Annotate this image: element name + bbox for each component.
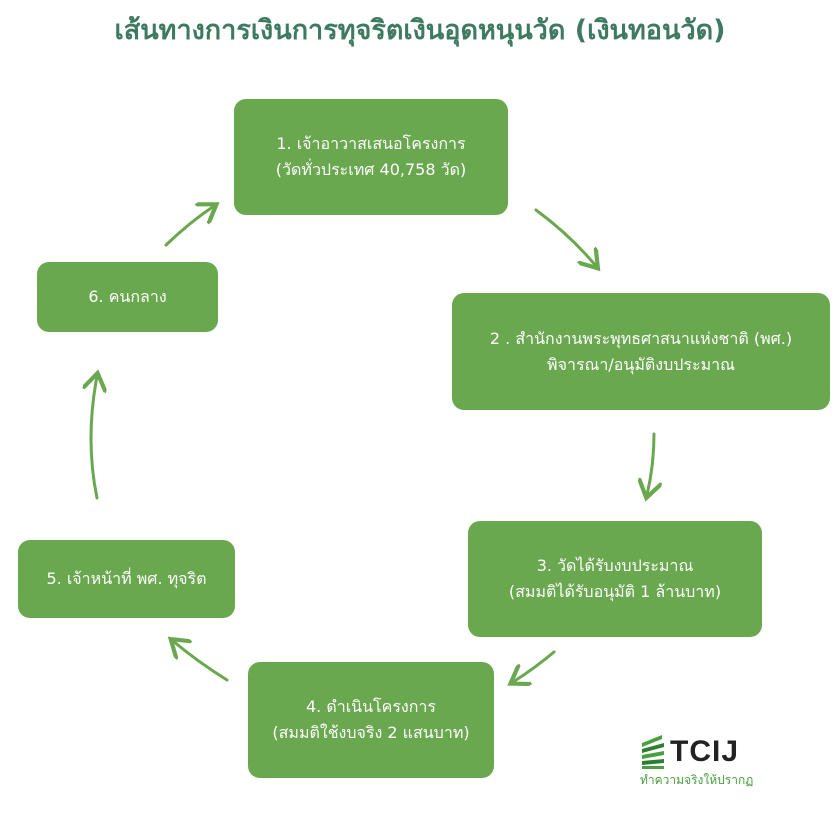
- arrow-1-to-2: [534, 208, 596, 266]
- step-1-box: 1. เจ้าอาวาสเสนอโครงการ (วัดทั่วประเทศ 4…: [234, 99, 508, 215]
- diagram-title: เส้นทางการเงินการทุจริตเงินอุดหนุนวัด (เ…: [114, 15, 726, 46]
- logo-name: TCIJ: [670, 735, 740, 768]
- arrow-6-to-1: [164, 206, 214, 247]
- step-3-line2: (สมมติได้รับอนุมัติ 1 ล้านบาท): [508, 582, 722, 601]
- step-6-box: 6. คนกลาง: [37, 262, 218, 332]
- step-2-line1: 2 . สำนักงานพระพุทธศาสนาแห่งชาติ (พศ.): [489, 328, 793, 348]
- step-4-line2: (สมมติใช้งบจริง 2 แสนบาท): [272, 723, 470, 742]
- tcij-stripes-icon: [642, 735, 664, 769]
- step-4-line1: 4. ดำเนินโครงการ: [305, 697, 437, 717]
- step-3-box: 3. วัดได้รับงบประมาณ (สมมติได้รับอนุมัติ…: [468, 521, 762, 637]
- step-2-box: 2 . สำนักงานพระพุทธศาสนาแห่งชาติ (พศ.) พ…: [452, 293, 830, 410]
- arrow-2-to-3: [647, 432, 654, 495]
- arrow-3-to-4: [513, 650, 556, 682]
- step-2-line2: พิจารณา/อนุมัติงบประมาณ: [547, 354, 735, 374]
- step-5-line1: 5. เจ้าหน้าที่ พศ. ทุจริต: [46, 569, 207, 589]
- step-3-line1: 3. วัดได้รับงบประมาณ: [536, 556, 694, 576]
- arrow-4-to-5: [173, 641, 229, 682]
- step-1-line2: (วัดทั่วประเทศ 40,758 วัด): [275, 160, 467, 179]
- step-6-line1: 6. คนกลาง: [88, 287, 167, 307]
- logo-tagline: ทำความจริงให้ปรากฏ: [640, 773, 754, 787]
- step-5-box: 5. เจ้าหน้าที่ พศ. ทุจริต: [18, 540, 235, 618]
- step-1-line1: 1. เจ้าอาวาสเสนอโครงการ: [276, 134, 466, 154]
- arrow-5-to-6: [91, 376, 97, 500]
- tcij-logo: TCIJ ทำความจริงให้ปรากฏ: [640, 735, 760, 790]
- step-4-box: 4. ดำเนินโครงการ (สมมติใช้งบจริง 2 แสนบา…: [248, 662, 494, 778]
